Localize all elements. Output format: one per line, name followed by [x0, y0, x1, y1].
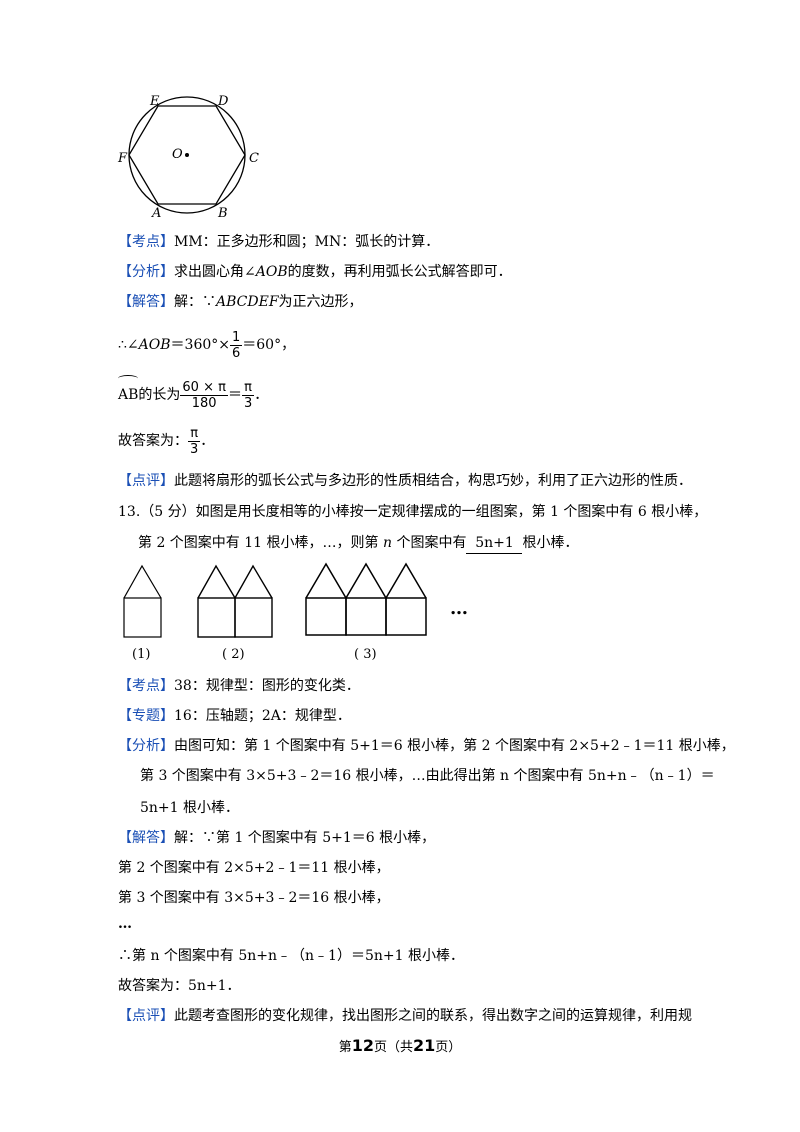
- pattern-label-1: (1): [132, 647, 150, 662]
- pattern-3: [305, 562, 427, 636]
- q12-jieda: 【解答】解：∵ABCDEF为正六边形，: [118, 292, 363, 312]
- label-D: D: [217, 94, 229, 109]
- jieda-post: 为正六边形，: [278, 294, 363, 310]
- page-footer: 第12页（共21页）: [0, 1036, 800, 1055]
- jieda-tag: 【解答】: [118, 294, 174, 310]
- q13-jieda-line5: ∴第 n 个图案中有 5n+n﹣（n﹣1）＝5n+1 根小棒．: [118, 948, 464, 964]
- q12-fenxi: 【分析】求出圆心角∠AOB的度数，再利用弧长公式解答即可．: [118, 262, 512, 282]
- label-A: A: [151, 206, 161, 221]
- label-E: E: [149, 94, 160, 109]
- page-number: 12: [351, 1036, 374, 1055]
- step1-post: ＝60°，: [242, 337, 296, 353]
- fraction-denominator: 6: [231, 345, 241, 361]
- q12-kaodian: 【考点】MM：正多边形和圆；MN：弧长的计算．: [118, 232, 439, 252]
- q13-fenxi-line1: 【分析】由图可知：第 1 个图案中有 5+1＝6 根小棒，第 2 个图案中有 2…: [118, 736, 735, 756]
- answer-post: ．: [200, 433, 215, 449]
- fenxi-post: 的度数，再利用弧长公式解答即可．: [287, 264, 512, 280]
- fenxi-line1: 由图可知：第 1 个图案中有 5+1＝6 根小棒，第 2 个图案中有 2×5+2…: [174, 738, 735, 754]
- q13-zhuanti: 【专题】16：压轴题；2A：规律型．: [118, 706, 351, 726]
- label-B: B: [217, 206, 228, 221]
- kaodian-tag: 【考点】: [118, 678, 174, 694]
- fraction-denominator: 3: [190, 441, 199, 457]
- step1-var: AOB: [138, 337, 171, 353]
- fenxi-tag: 【分析】: [118, 264, 174, 280]
- q13-kaodian: 【考点】38：规律型：图形的变化类．: [118, 676, 360, 696]
- jieda-pre: 解：∵: [174, 294, 216, 310]
- q13-fenxi-line2: 第 3 个图案中有 3×5+3﹣2＝16 根小棒，…由此得出第 n 个图案中有 …: [140, 768, 715, 784]
- step2-post: ．: [254, 387, 269, 403]
- label-F: F: [117, 151, 128, 166]
- dianping-tag: 【点评】: [118, 1008, 174, 1024]
- label-C: C: [249, 151, 259, 166]
- stem-line2-post: 根小棒．: [522, 535, 579, 551]
- pattern-2: [197, 564, 273, 638]
- hexagon-circle-figure: E D F C A B O: [117, 94, 259, 221]
- q13-stem-line1: 13.（5 分）如图是用长度相等的小棒按一定规律摆成的一组图案，第 1 个图案中…: [118, 504, 708, 520]
- fenxi-tag: 【分析】: [118, 738, 174, 754]
- pattern-ellipsis: …: [450, 598, 468, 619]
- pattern-label-2: ( 2): [222, 647, 245, 662]
- zhuanti-tag: 【专题】: [118, 708, 174, 724]
- q13-dianping: 【点评】此题考查图形的变化规律，找出图形之间的联系，得出数字之间的运算规律，利用…: [118, 1006, 692, 1026]
- step1-eq: ＝360°×: [170, 337, 230, 353]
- kaodian-text: MM：正多边形和圆；MN：弧长的计算．: [174, 234, 440, 250]
- fenxi-pre: 求出圆心角∠: [174, 264, 256, 280]
- jieda-tag: 【解答】: [118, 830, 174, 846]
- answer-pre: 故答案为：: [118, 433, 188, 449]
- q13-jieda-line4: …: [118, 916, 132, 932]
- q13-jieda-line3: 第 3 个图案中有 3×5+3﹣2＝16 根小棒，: [118, 890, 390, 906]
- zhuanti-text: 16：压轴题；2A：规律型．: [174, 708, 351, 724]
- stick-pattern-figure: … (1) ( 2) ( 3): [123, 562, 468, 662]
- q13-answer: 故答案为：5n+1．: [118, 978, 241, 994]
- dianping-tag: 【点评】: [118, 473, 174, 489]
- kaodian-tag: 【考点】: [118, 234, 174, 250]
- total-pages: 21: [413, 1036, 436, 1055]
- jieda-line1: 解：∵第 1 个图案中有 5+1＝6 根小棒，: [174, 830, 436, 846]
- q12-dianping: 【点评】此题将扇形的弧长公式与多边形的性质相结合，构思巧妙，利用了正六边形的性质…: [118, 471, 692, 491]
- label-O: O: [172, 147, 183, 162]
- stem-line2-var: n: [382, 535, 393, 551]
- dianping-text: 此题将扇形的弧长公式与多边形的性质相结合，构思巧妙，利用了正六边形的性质．: [174, 473, 692, 489]
- q13-jieda-line1: 【解答】解：∵第 1 个图案中有 5+1＝6 根小棒，: [118, 828, 435, 848]
- answer-blank: 5n+1: [466, 533, 523, 554]
- stem-line2-pre: 第 2 个图案中有 11 根小棒，…，则第: [138, 535, 383, 551]
- center-point: [185, 153, 189, 157]
- q13-jieda-line2: 第 2 个图案中有 2×5+2﹣1＝11 根小棒，: [118, 860, 390, 876]
- pattern-1: [123, 564, 162, 638]
- fraction-numerator: 60 × π: [180, 379, 228, 396]
- fenxi-var: AOB: [255, 264, 288, 280]
- step1-pre: ∴∠: [118, 337, 139, 353]
- q13-fenxi-line3: 5n+1 根小棒．: [140, 800, 240, 816]
- footer-pre: 第: [338, 1040, 352, 1055]
- arc-AB: AB: [118, 375, 139, 412]
- fraction-numerator: 1: [229, 329, 243, 346]
- step2-mid: 的长为: [138, 387, 181, 403]
- jieda-var: ABCDEF: [216, 294, 279, 310]
- pattern-label-3: ( 3): [354, 647, 377, 662]
- stem-line2-mid: 个图案中有: [392, 535, 467, 551]
- fraction-denominator: 180: [191, 395, 217, 411]
- footer-post: 页）: [435, 1040, 462, 1055]
- fraction-denominator: 3: [243, 395, 253, 411]
- step2-eq: ＝: [227, 387, 242, 403]
- fraction-numerator: π: [188, 426, 201, 442]
- regular-hexagon: [128, 105, 246, 205]
- footer-mid: 页（共: [373, 1040, 413, 1055]
- fraction-numerator: π: [241, 380, 255, 396]
- dianping-text: 此题考查图形的变化规律，找出图形之间的联系，得出数字之间的运算规律，利用规: [174, 1008, 692, 1024]
- kaodian-text: 38：规律型：图形的变化类．: [174, 678, 360, 694]
